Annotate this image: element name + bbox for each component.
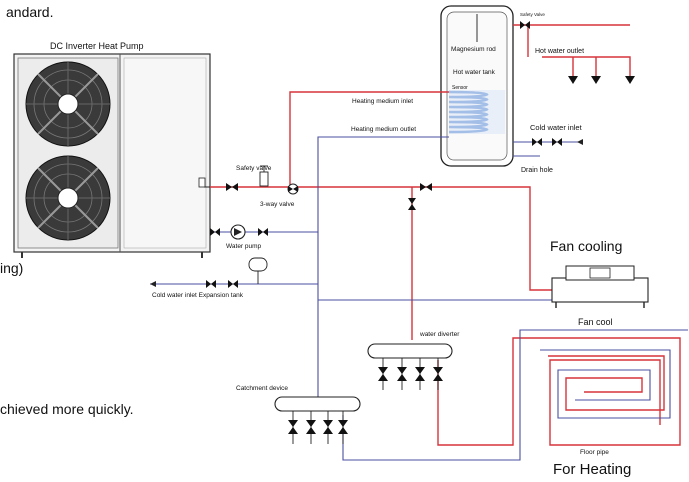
water-pump-label: Water pump [226,243,262,250]
gauge-icon [198,177,210,188]
fragment-top-left: andard. [6,4,53,20]
expansion-tank-icon [248,257,268,284]
safety-valve-top-label: Safety Valve [520,12,545,17]
heat-pump-title: DC Inverter Heat Pump [50,41,144,51]
safety-valve-icon [259,165,269,187]
fragment-mid-left: ing) [0,260,23,276]
heating-medium-inlet-label: Heating medium inlet [352,98,413,105]
drain-hole-label: Drain hole [521,167,553,174]
water-diverter-label: water diverter [419,331,460,338]
fan-coil-unit [551,265,649,308]
hot-supply-pipes [210,24,681,446]
tank-coil-icon [448,90,505,134]
tank-magnesium-label: Magnesium rod [451,46,496,53]
fragment-bottom-left: chieved more quickly. [0,401,134,417]
pipe-valves [206,21,562,288]
heat-pump-unit: DC Inverter Heat Pump [13,41,211,258]
water-pump-icon [230,224,246,240]
three-way-valve-icon [287,183,299,195]
tank-label: Hot water tank [453,69,496,76]
fan-cooling-label: Fan cooling [550,238,622,254]
fan-bottom-icon [25,155,111,241]
cold-water-inlet-expansion-label: Cold water inlet Expansion tank [152,292,244,299]
floor-pipe-label: Floor pipe [580,449,609,456]
fan-cool-label: Fan cool [578,317,613,327]
three-way-valve-label: 3-way valve [260,201,295,208]
heating-medium-outlet-label: Heating medium outlet [351,126,416,133]
tank-sensor-label: Sensor [452,85,468,91]
hot-water-tank: Magnesium rod Hot water tank Sensor [440,5,514,167]
safety-valve-label: Safety valve [236,165,272,172]
catchment-device-icon [274,396,361,444]
catchment-device-label: Catchment device [236,385,288,392]
shower-heads-icon [568,76,635,84]
hot-water-outlet-label: Hot water outlet [535,48,584,55]
for-heating-label: For Heating [553,461,631,478]
water-diverter-icon [367,343,453,390]
fan-top-icon [25,61,111,147]
cold-water-inlet-label: Cold water inlet [530,123,583,132]
